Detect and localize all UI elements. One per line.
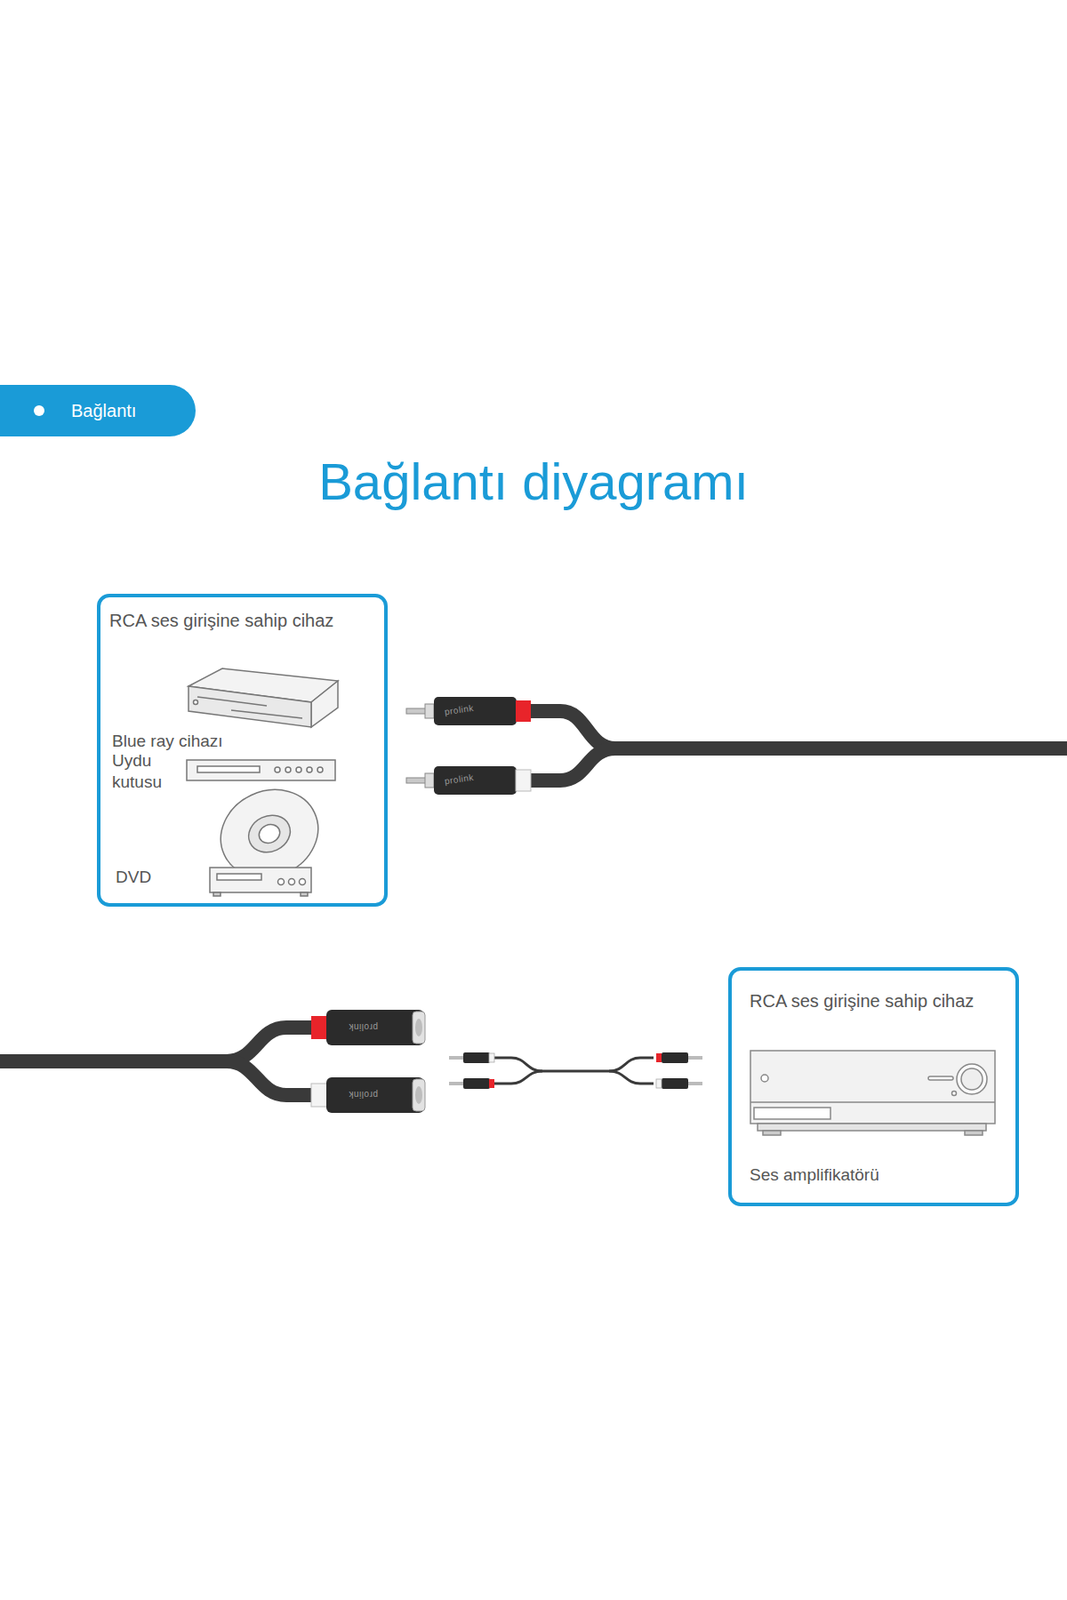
amplifier-icon bbox=[750, 1050, 995, 1136]
device-label: DVD bbox=[115, 866, 152, 889]
diagram-title: Bağlantı diyagramı bbox=[0, 451, 1067, 512]
rca-jack-red bbox=[311, 1010, 426, 1046]
dvd-player-icon bbox=[206, 774, 333, 897]
tab-label: Bağlantı bbox=[71, 400, 137, 423]
rca-plug-red bbox=[406, 697, 531, 726]
target-device-box: RCA ses girişine sahip cihazSes amplifik… bbox=[728, 967, 1019, 1207]
box-heading: RCA ses girişine sahip cihaz bbox=[109, 609, 334, 633]
brand-mark: prolink bbox=[348, 1021, 378, 1033]
box-heading: RCA ses girişine sahip cihaz bbox=[749, 990, 974, 1013]
satellite-box-icon bbox=[186, 760, 336, 781]
rca-plug-cable bbox=[530, 711, 1067, 781]
rca-plug-white bbox=[406, 766, 531, 795]
rca-jack-white bbox=[311, 1077, 426, 1114]
device-label: Blue ray cihazı bbox=[112, 730, 224, 753]
brand-mark: prolink bbox=[348, 1089, 378, 1100]
bluray-player-icon bbox=[188, 668, 338, 728]
section-tab: Bağlantı bbox=[0, 385, 196, 437]
device-label: Uydu kutusu bbox=[112, 750, 182, 794]
source-device-box: RCA ses girişine sahip cihazBlue ray cih… bbox=[96, 593, 388, 907]
rca-jack-cable bbox=[0, 1027, 313, 1096]
tab-dot bbox=[33, 405, 45, 417]
cable-icon bbox=[449, 1052, 703, 1090]
device-label: Ses amplifikatörü bbox=[749, 1164, 880, 1187]
